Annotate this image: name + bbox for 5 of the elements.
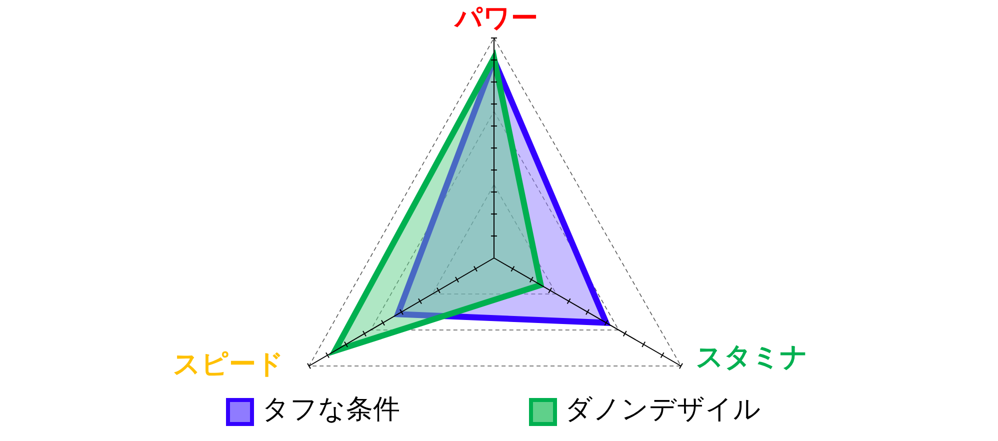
axis-label: パワー xyxy=(455,5,538,32)
legend-text: ダノンデザイル xyxy=(565,396,761,423)
axis-label: スタミナ xyxy=(696,344,808,371)
legend-text: タフな条件 xyxy=(262,396,400,423)
axis-label: スピード xyxy=(173,351,284,378)
